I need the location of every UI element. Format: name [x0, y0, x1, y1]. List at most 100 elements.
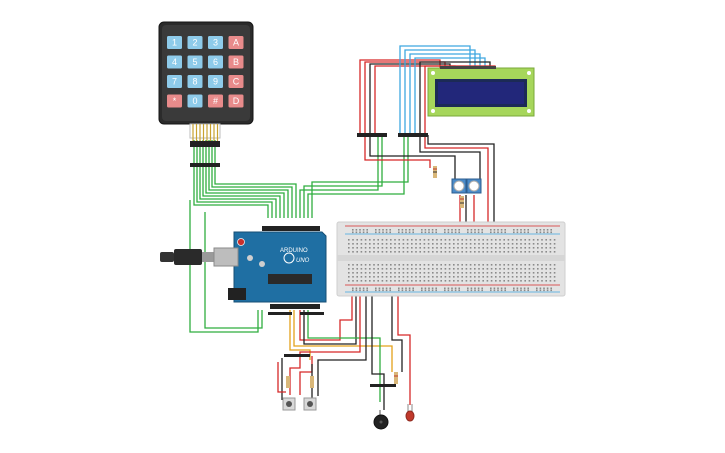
breadboard-hole [398, 268, 400, 270]
breadboard-hole [549, 272, 552, 274]
breadboard-hole [453, 280, 455, 282]
resistor-mid [460, 196, 464, 208]
breadboard-hole [415, 272, 417, 274]
breadboard-hole [465, 272, 468, 274]
breadboard-hole [355, 229, 358, 231]
breadboard-hole [513, 289, 515, 292]
breadboard-hole [398, 276, 400, 278]
breadboard-hole [527, 229, 529, 231]
breadboard-hole [355, 289, 358, 292]
green-loop-wire [189, 200, 259, 333]
keypad-key-label: # [213, 96, 218, 106]
breadboard-hole [359, 231, 361, 234]
breadboard-hole [499, 276, 501, 278]
breadboard-hole [447, 231, 450, 234]
breadboard-hole [359, 287, 361, 290]
breadboard-hole [451, 229, 453, 231]
breadboard-hole [375, 229, 377, 231]
breadboard-hole [378, 229, 381, 231]
breadboard-hole [352, 264, 354, 266]
breadboard-hole [401, 229, 404, 231]
breadboard-hole [482, 247, 484, 249]
lcd-screen [438, 82, 524, 104]
breadboard-hole [543, 287, 545, 290]
breadboard-hole [503, 272, 505, 274]
breadboard-hole [549, 280, 552, 282]
breadboard-hole [366, 231, 368, 234]
breadboard-hole [469, 247, 472, 249]
breadboard-hole [543, 231, 545, 234]
breadboard-hole [482, 272, 484, 274]
breadboard-hole [369, 276, 371, 278]
breadboard-hole [500, 289, 503, 292]
breadboard-hole [469, 276, 472, 278]
breadboard-hole [453, 239, 455, 241]
breadboard-hole [482, 280, 484, 282]
keypad-key-label: 8 [192, 77, 197, 87]
breadboard-hole [436, 280, 438, 282]
breadboard-hole [469, 239, 472, 241]
breadboard-hole [453, 251, 455, 253]
breadboard-hole [364, 264, 367, 266]
breadboard-hole [444, 289, 446, 292]
breadboard-hole [424, 229, 427, 231]
breadboard-hole [503, 247, 505, 249]
breadboard-hole [447, 289, 450, 292]
breadboard-hole [469, 268, 472, 270]
breadboard-hole [469, 280, 472, 282]
breadboard-hole [457, 247, 459, 249]
breadboard-hole [415, 251, 417, 253]
breadboard-hole [377, 276, 379, 278]
breadboard-hole [516, 280, 518, 282]
breadboard-hole [348, 272, 350, 274]
keypad-key [167, 55, 182, 69]
breadboard-hole [532, 264, 535, 266]
breadboard-hole [406, 272, 409, 274]
connector-bar-arduino-left [268, 312, 292, 315]
breadboard-hole [348, 280, 350, 282]
breadboard-hole [369, 264, 371, 266]
keypad-key [208, 75, 223, 88]
breadboard-hole [381, 276, 384, 278]
breadboard-hole [527, 231, 529, 234]
breadboard-hole [356, 264, 358, 266]
breadboard-hole [440, 243, 442, 245]
breadboard-hole [516, 239, 518, 241]
breadboard-hole [453, 264, 455, 266]
breadboard-hole [378, 231, 381, 234]
breadboard-hole [444, 268, 447, 270]
breadboard-hole [503, 243, 505, 245]
breadboard-hole [419, 264, 421, 266]
breadboard-hole [352, 272, 354, 274]
breadboard-hole [389, 229, 391, 231]
breadboard-hole [553, 247, 556, 249]
breadboard-hole [440, 272, 442, 274]
arduino-model-label: UNO [296, 258, 310, 264]
breadboard-hole [465, 243, 468, 245]
breadboard-hole [461, 247, 463, 249]
analog-header [270, 304, 320, 309]
breadboard-holes [348, 229, 556, 292]
breadboard-hole [550, 229, 552, 231]
breadboard-hole [482, 243, 484, 245]
breadboard-hole [490, 276, 493, 278]
breadboard-hole [499, 251, 501, 253]
breadboard-hole [444, 280, 447, 282]
breadboard-hole [524, 276, 526, 278]
breadboard-hole [375, 289, 377, 292]
breadboard-hole [382, 229, 384, 231]
breadboard-hole [516, 264, 518, 266]
breadboard-hole [411, 268, 413, 270]
breadboard-hole [499, 264, 501, 266]
breadboard-hole [432, 272, 434, 274]
keypad-key-label: 6 [213, 57, 218, 67]
breadboard-hole [541, 247, 543, 249]
breadboard-hole [477, 287, 480, 290]
breadboard-hole [356, 272, 358, 274]
keypad-key-label: 0 [192, 96, 197, 106]
breadboard-hole [490, 247, 493, 249]
breadboard-hole [348, 239, 350, 241]
breadboard-hole [381, 268, 384, 270]
breadboard-hole [550, 231, 552, 234]
breadboard-hole [408, 289, 411, 292]
